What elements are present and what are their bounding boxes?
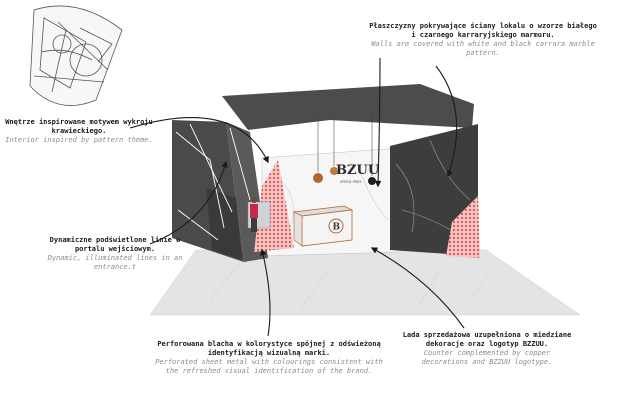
arrow-icon xyxy=(129,57,465,337)
annotation-lines: Dynamiczne podświetlone linie w portalu … xyxy=(40,236,190,272)
annotation-counter-pl: Lada sprzedażowa uzupełniona o miedziane… xyxy=(402,331,572,348)
brand-subline: SPEED PRES xyxy=(340,180,362,184)
svg-text:B: B xyxy=(333,223,341,233)
annotation-sheet: Perforowana blacha w kolorystyce spójnej… xyxy=(154,340,384,376)
annotation-pattern-en: Interior inspired by pattern theme. xyxy=(5,136,153,144)
annotation-counter-en: Counter complemented by copper decoratio… xyxy=(421,349,553,366)
counter-logo-icon: B xyxy=(328,218,344,234)
pendant-lamp-icon xyxy=(313,118,338,183)
annotation-pattern: Wnętrze inspirowane motywem wykroju kraw… xyxy=(4,118,154,145)
ceiling-panel xyxy=(222,84,474,130)
perforated-panel-left xyxy=(254,160,294,252)
left-wall-accent xyxy=(206,188,242,260)
brand-logo: BZUU xyxy=(336,163,380,178)
pendant-lamp-icon xyxy=(368,116,376,185)
illuminated-lines xyxy=(175,123,251,241)
floor xyxy=(149,249,581,316)
annotation-walls-en: Walls are covered with white and black c… xyxy=(371,40,595,57)
annotation-pattern-pl: Wnętrze inspirowane motywem wykroju kraw… xyxy=(5,118,153,135)
pattern-sketch-icon xyxy=(29,5,123,106)
annotation-walls: Płaszczyzny pokrywające ściany lokalu o … xyxy=(368,22,598,58)
sales-counter-side xyxy=(293,211,303,247)
annotation-lines-pl: Dynamiczne podświetlone linie w portalu … xyxy=(49,236,181,253)
annotation-walls-pl: Płaszczyzny pokrywające ściany lokalu o … xyxy=(369,22,597,39)
annotation-lines-en: Dynamic, illuminated lines in an entranc… xyxy=(47,254,183,271)
perforated-panel-right xyxy=(446,196,480,258)
sales-counter xyxy=(301,209,353,247)
annotation-counter: Lada sprzedażowa uzupełniona o miedziane… xyxy=(402,331,572,367)
annotation-sheet-pl: Perforowana blacha w kolorystyce spójnej… xyxy=(157,340,381,357)
customer-figure xyxy=(250,197,258,232)
annotation-sheet-en: Perforated sheet metal with colourings c… xyxy=(155,358,383,375)
